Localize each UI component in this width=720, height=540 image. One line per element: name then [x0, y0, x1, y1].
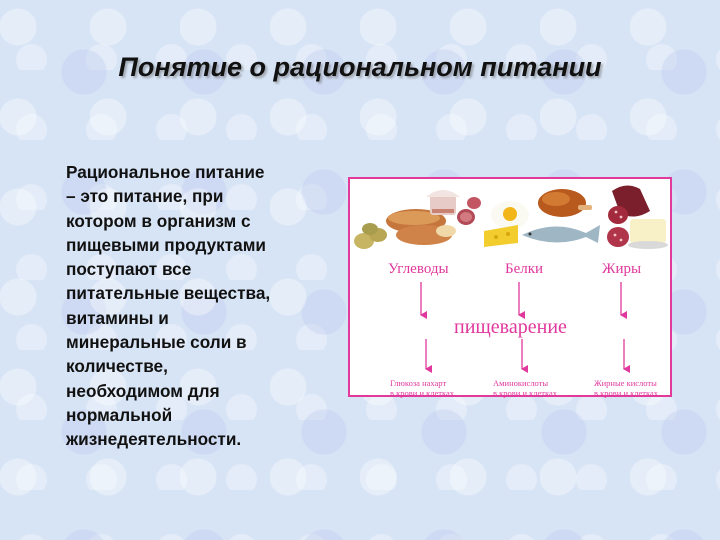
- definition-line: питательные вещества,: [66, 283, 271, 304]
- definition-line: котором в организм с: [66, 210, 251, 231]
- definition-line: минеральные соли в: [66, 332, 247, 353]
- fish-icon: [522, 225, 600, 243]
- digestion-label: пищеварение: [454, 316, 567, 338]
- definition-line: Рациональное питание: [66, 162, 265, 182]
- result-glucose: Глюкоза нахарт в крови и клетках: [390, 378, 470, 398]
- category-proteins: Белки: [505, 261, 544, 277]
- result-line: Аминокислоты: [493, 378, 549, 388]
- bread-icon: [386, 209, 456, 245]
- sausage-slices-icon: [457, 197, 481, 225]
- chicken-icon: [538, 189, 592, 217]
- result-line: в крови и клетках: [493, 388, 558, 398]
- definition-text: Рациональное питание – это питание, при …: [66, 160, 321, 452]
- potatoes-icon: [354, 223, 387, 249]
- definition-line: – это питание, при: [66, 186, 224, 207]
- result-amino-acids: Аминокислоты в крови и клетках: [493, 378, 573, 398]
- result-fatty-acids: Жирные кислоты в крови и клетках: [594, 378, 674, 398]
- diagram-graphics: [354, 185, 668, 373]
- definition-line: количестве,: [66, 356, 168, 377]
- definition-line: нормальной: [66, 404, 173, 425]
- result-line: Жирные кислоты: [594, 378, 657, 388]
- cheese-icon: [484, 225, 518, 247]
- category-fats: Жиры: [602, 261, 642, 277]
- definition-line: пищевыми продуктами: [66, 234, 266, 255]
- definition-line: необходимом для: [66, 380, 220, 401]
- sausage-icon: [607, 185, 650, 247]
- definition-line: жизнедеятельности.: [66, 429, 242, 450]
- definition-line: поступают все: [66, 259, 192, 280]
- egg-icon: [491, 201, 529, 229]
- slide-title: Понятие о рациональном питании: [118, 52, 602, 82]
- cake-icon: [426, 190, 460, 215]
- result-line: в крови и клетках: [390, 388, 455, 398]
- category-carbohydrates: Углеводы: [388, 261, 449, 277]
- result-line: Глюкоза нахарт: [390, 378, 447, 388]
- result-line: в крови и клетках: [594, 388, 659, 398]
- definition-line: витамины и: [66, 307, 169, 328]
- digestion-diagram: Углеводы Белки Жиры пищеварение Глюкоза …: [348, 177, 674, 398]
- butter-icon: [628, 219, 668, 249]
